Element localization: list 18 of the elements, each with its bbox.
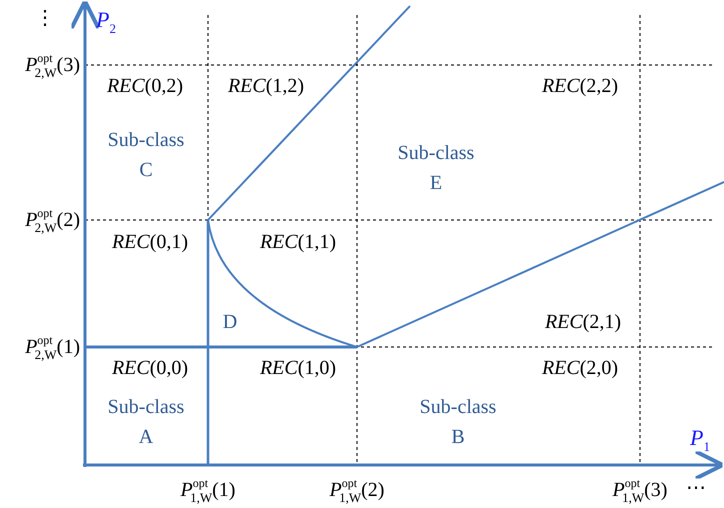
axis-label: P$_{1}$ [690,427,710,449]
subclass-label: Sub-class A [106,395,186,450]
axis-label: P$_{2}$ [96,9,116,31]
region-label: REC(0,2) [106,75,184,97]
ellipsis: ⋯ [686,477,706,499]
region-label: REC(1,1) [260,231,336,253]
subclass-label: Sub-class C [106,128,186,183]
region-label: REC(1,0) [260,357,336,379]
region-label: REC(0,1) [112,231,188,253]
region-label: REC(2,2) [542,75,618,97]
region-label: REC(1,2) [228,75,304,97]
region-label: REC(0,0) [112,357,188,379]
region-label: REC(2,0) [542,357,618,379]
ellipsis: ⋮ [35,7,55,29]
region-label: REC(2,1) [544,311,622,333]
subclass-label: Sub-class E [396,141,476,196]
subclass-label: Sub-class B [418,395,498,450]
region-label: D [222,311,238,333]
